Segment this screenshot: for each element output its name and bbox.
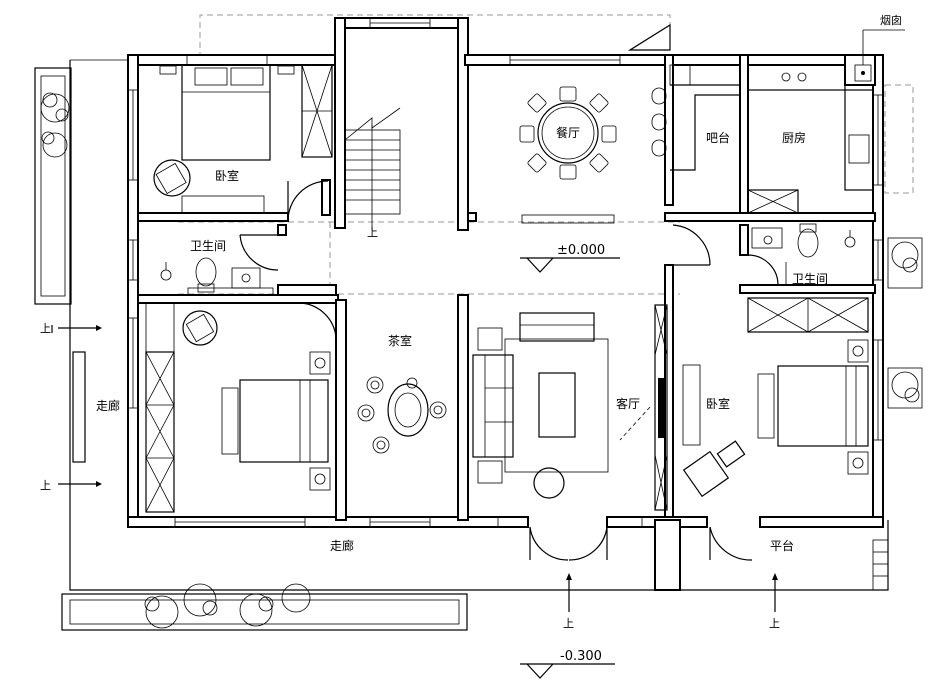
interior-walls: [137, 54, 876, 591]
bed-nw: [159, 64, 295, 161]
level-main: ±0.000: [557, 243, 605, 258]
label-bar: 吧台: [706, 130, 730, 145]
label-chimney: 烟囱: [880, 13, 902, 27]
staircase: [344, 107, 401, 230]
dining-table: [519, 86, 617, 180]
label-corridor-w: 走廊: [96, 398, 120, 413]
tea-table: [357, 376, 447, 454]
level-marks: [520, 257, 620, 679]
up-label-stair: 上: [367, 226, 378, 239]
planter-west: [34, 67, 72, 305]
desk-se: [682, 364, 701, 446]
entry-arrows: [51, 325, 778, 612]
windows: [127, 17, 884, 528]
label-platform: 平台: [770, 538, 794, 553]
lounge-chairs-se: [682, 440, 746, 498]
corridor-column: [72, 351, 86, 463]
up-label-west-1: 上: [40, 322, 51, 335]
plant-west-1: [40, 92, 70, 158]
desk-nw: [181, 195, 265, 214]
exterior-walls: [127, 17, 884, 528]
label-bedroom-se: 卧室: [706, 396, 730, 411]
living-sofa-set: [472, 312, 609, 499]
sideboard: [521, 214, 615, 224]
label-tea-room: 茶室: [388, 333, 412, 348]
wardrobe-nw: [301, 64, 333, 158]
label-bathroom-w: 卫生间: [190, 239, 226, 253]
kitchen-counters: [747, 29, 905, 214]
up-labels: 上 上 上 上 上: [40, 226, 780, 630]
armchair-nw: [153, 159, 191, 197]
wardrobe-sw: [145, 302, 175, 513]
bathroom-e-fixtures: [751, 223, 856, 285]
bathroom-w-fixtures: [160, 257, 274, 296]
armchair-sw: [182, 310, 218, 346]
bar-counter: [651, 64, 741, 171]
tv-cabinet: [619, 304, 668, 511]
room-labels: 卧室 卫生间 餐厅 吧台 厨房 烟囱 卫生间 茶室 客厅 卧室 走廊 走廊 平台: [96, 13, 902, 553]
label-corridor-s: 走廊: [330, 538, 354, 553]
label-kitchen: 厨房: [782, 130, 806, 145]
level-labels: ±0.000 -0.300: [557, 243, 605, 664]
up-label-south-2: 上: [769, 617, 780, 630]
doors: [239, 180, 779, 561]
label-dining: 餐厅: [556, 125, 580, 140]
east-steps: [872, 539, 889, 591]
level-outside: -0.300: [560, 649, 602, 664]
chimney-roof-triangle: [627, 23, 671, 51]
plant-east: [887, 237, 923, 409]
planter-south: [61, 593, 468, 631]
plant-south: [144, 583, 311, 629]
label-bedroom-nw: 卧室: [215, 168, 239, 183]
wardrobe-se: [747, 297, 869, 333]
bed-se: [757, 339, 869, 475]
up-label-south-1: 上: [563, 617, 574, 630]
label-living-room: 客厅: [616, 396, 640, 411]
outer-terrace: [69, 59, 889, 591]
up-label-west-2: 上: [40, 479, 51, 492]
label-bathroom-e: 卫生间: [792, 272, 828, 286]
bed-sw: [221, 351, 331, 491]
